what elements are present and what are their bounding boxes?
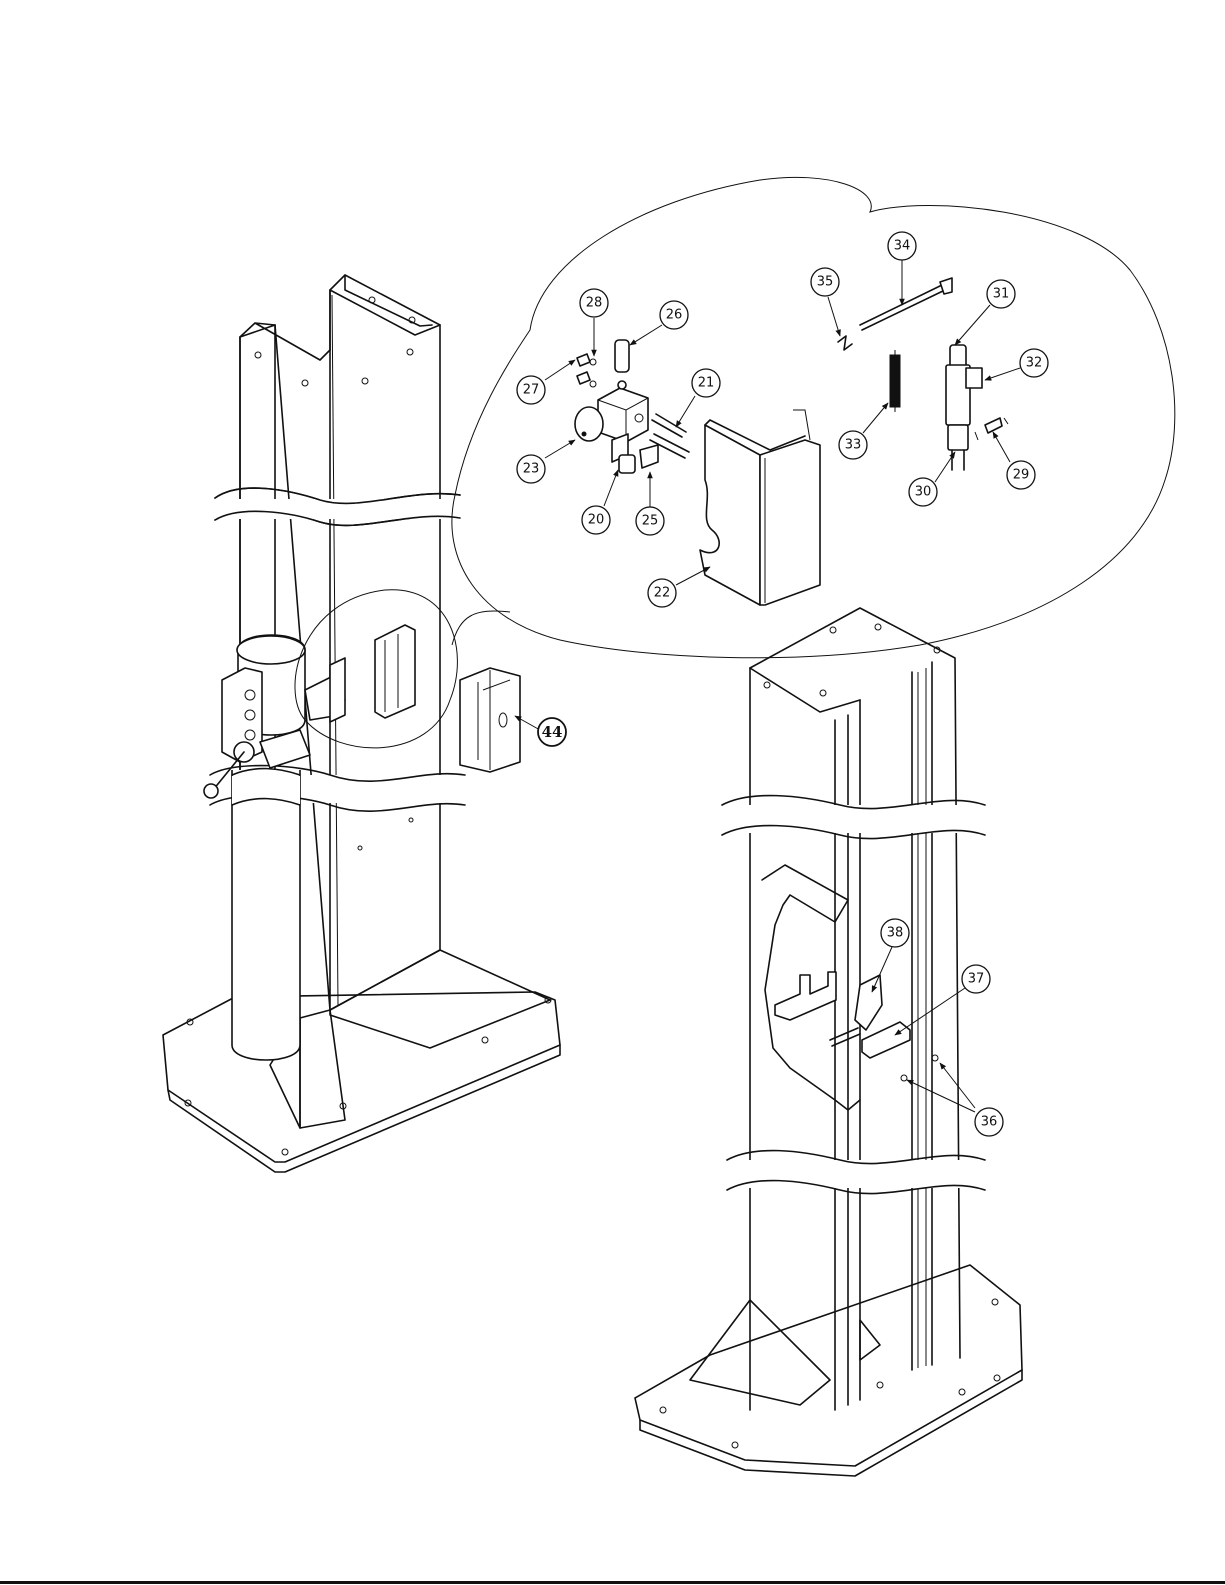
- air-cylinder: [946, 345, 982, 470]
- callout-23: 23: [517, 455, 545, 483]
- callout-31: 31: [987, 280, 1015, 308]
- detail-bubble: [452, 177, 1175, 657]
- callout-38: 38: [881, 919, 909, 947]
- callout-26: 26: [660, 301, 688, 329]
- cutaway-outline: [762, 865, 860, 1110]
- callout-32: 32: [1020, 349, 1048, 377]
- right-gusset: [690, 1300, 830, 1405]
- offside-post: [635, 608, 1022, 1476]
- svg-text:35: 35: [817, 275, 834, 290]
- callout-44: 44: [538, 718, 566, 746]
- svg-text:22: 22: [654, 586, 671, 601]
- callout-34: 34: [888, 232, 916, 260]
- callout-30: 30: [909, 478, 937, 506]
- svg-text:25: 25: [642, 514, 659, 529]
- clevis-pin: [975, 418, 1008, 440]
- callout-35: 35: [811, 268, 839, 296]
- callout-22: 22: [648, 579, 676, 607]
- release-rod: [860, 278, 952, 330]
- svg-text:23: 23: [523, 462, 540, 477]
- page-bottom-rule: [0, 1581, 1225, 1584]
- reservoir-tank: [232, 769, 300, 1060]
- clip: [838, 336, 852, 350]
- callout-28: 28: [580, 289, 608, 317]
- svg-text:30: 30: [915, 485, 932, 500]
- spring: [890, 350, 900, 412]
- callout-25: 25: [636, 507, 664, 535]
- callout-36: 36: [975, 1108, 1003, 1136]
- svg-text:44: 44: [542, 723, 563, 741]
- svg-text:20: 20: [588, 513, 605, 528]
- right-base-plate: [635, 1265, 1022, 1476]
- left-front-gusset: [330, 950, 550, 1048]
- svg-text:32: 32: [1026, 356, 1043, 371]
- svg-text:33: 33: [845, 438, 862, 453]
- callout-27: 27: [517, 376, 545, 404]
- valve-mount-bracket: [700, 410, 820, 605]
- svg-text:36: 36: [981, 1115, 998, 1130]
- svg-text:38: 38: [887, 926, 904, 941]
- control-box: [460, 668, 520, 772]
- callout-33: 33: [839, 431, 867, 459]
- svg-text:37: 37: [968, 972, 985, 987]
- svg-text:26: 26: [666, 308, 683, 323]
- valve-bracket-small: [375, 625, 415, 718]
- callout-29: 29: [1007, 461, 1035, 489]
- svg-text:27: 27: [523, 383, 540, 398]
- nuts-27: [577, 354, 596, 387]
- svg-text:31: 31: [993, 287, 1010, 302]
- callout-20: 20: [582, 506, 610, 534]
- svg-text:34: 34: [894, 239, 911, 254]
- svg-text:28: 28: [586, 296, 603, 311]
- callout-21: 21: [692, 369, 720, 397]
- callout-37: 37: [962, 965, 990, 993]
- latch-bracket: [775, 972, 938, 1081]
- leader-lines: [515, 259, 1020, 1112]
- svg-text:21: 21: [698, 376, 715, 391]
- svg-text:29: 29: [1013, 468, 1030, 483]
